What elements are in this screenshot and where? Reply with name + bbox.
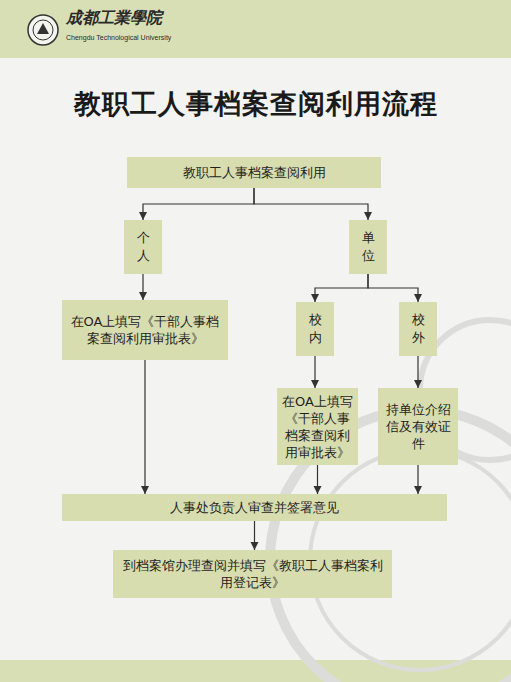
logo-subtitle: Chengdu Technological University [66,34,171,41]
header-band [0,0,511,58]
text-group: 在OA上填写《干部人事档案查阅利用审批表》 [66,313,224,347]
flow-arrow [315,274,368,302]
text-group: 单位 [362,229,375,265]
text-group: 持单位介绍信及有效证件 [382,401,454,452]
flow-arrow [142,274,143,300]
process-box: 持单位介绍信及有效证件 [378,388,458,465]
logo-emblem [28,15,58,45]
flow-arrow [314,356,315,388]
process-box: 在OA上填写《干部人事档案查阅利用审批表》 [62,300,228,360]
branch-box: 校外 [399,302,437,356]
text-group: 人事处负责人审查并签署意见 [170,499,339,516]
flow-arrow [143,188,254,220]
logo-name: 成都工業學院 [66,8,162,29]
node-text: 教职工人事档案查阅利用 [183,164,326,181]
branch-box: 单位 [349,220,387,274]
text-group: 校外 [412,311,425,347]
node-text: 单位 [362,229,375,265]
text-group: 教职工人事档案查阅利用 [183,164,326,181]
node-text: 持单位介绍信及有效证件 [382,401,454,452]
flow-arrow [144,360,145,494]
flow-arrow [368,274,418,302]
node-text: 校内 [309,311,322,347]
branch-box: 个人 [124,220,162,274]
branch-box: 校内 [296,302,334,356]
process-box: 在OA上填写《干部人事档案查阅利用审批表》 [277,388,358,465]
node-text: 个人 [137,229,150,265]
text-group: 到档案馆办理查阅并填写《教职工人事档案利用登记表》 [117,557,388,591]
text-group: 在OA上填写《干部人事档案查阅利用审批表》 [281,393,354,461]
node-text: 到档案馆办理查阅并填写《教职工人事档案利用登记表》 [117,557,388,591]
flow-arrow [417,465,418,494]
node-text: 在OA上填写《干部人事档案查阅利用审批表》 [281,393,354,461]
node-text: 人事处负责人审查并签署意见 [170,499,339,516]
flow-arrow [254,521,255,550]
text-group: 个人 [137,229,150,265]
process-box: 人事处负责人审查并签署意见 [62,494,447,521]
node-text: 校外 [412,311,425,347]
text-group: 校内 [309,311,322,347]
process-box: 到档案馆办理查阅并填写《教职工人事档案利用登记表》 [113,550,392,598]
node-text: 在OA上填写《干部人事档案查阅利用审批表》 [66,313,224,347]
flow-arrow [417,356,418,388]
flow-arrow [317,465,318,494]
flow-arrow [254,188,368,220]
process-box: 教职工人事档案查阅利用 [127,157,381,188]
diagram-title: 教职工人事档案查阅利用流程 [0,86,511,122]
